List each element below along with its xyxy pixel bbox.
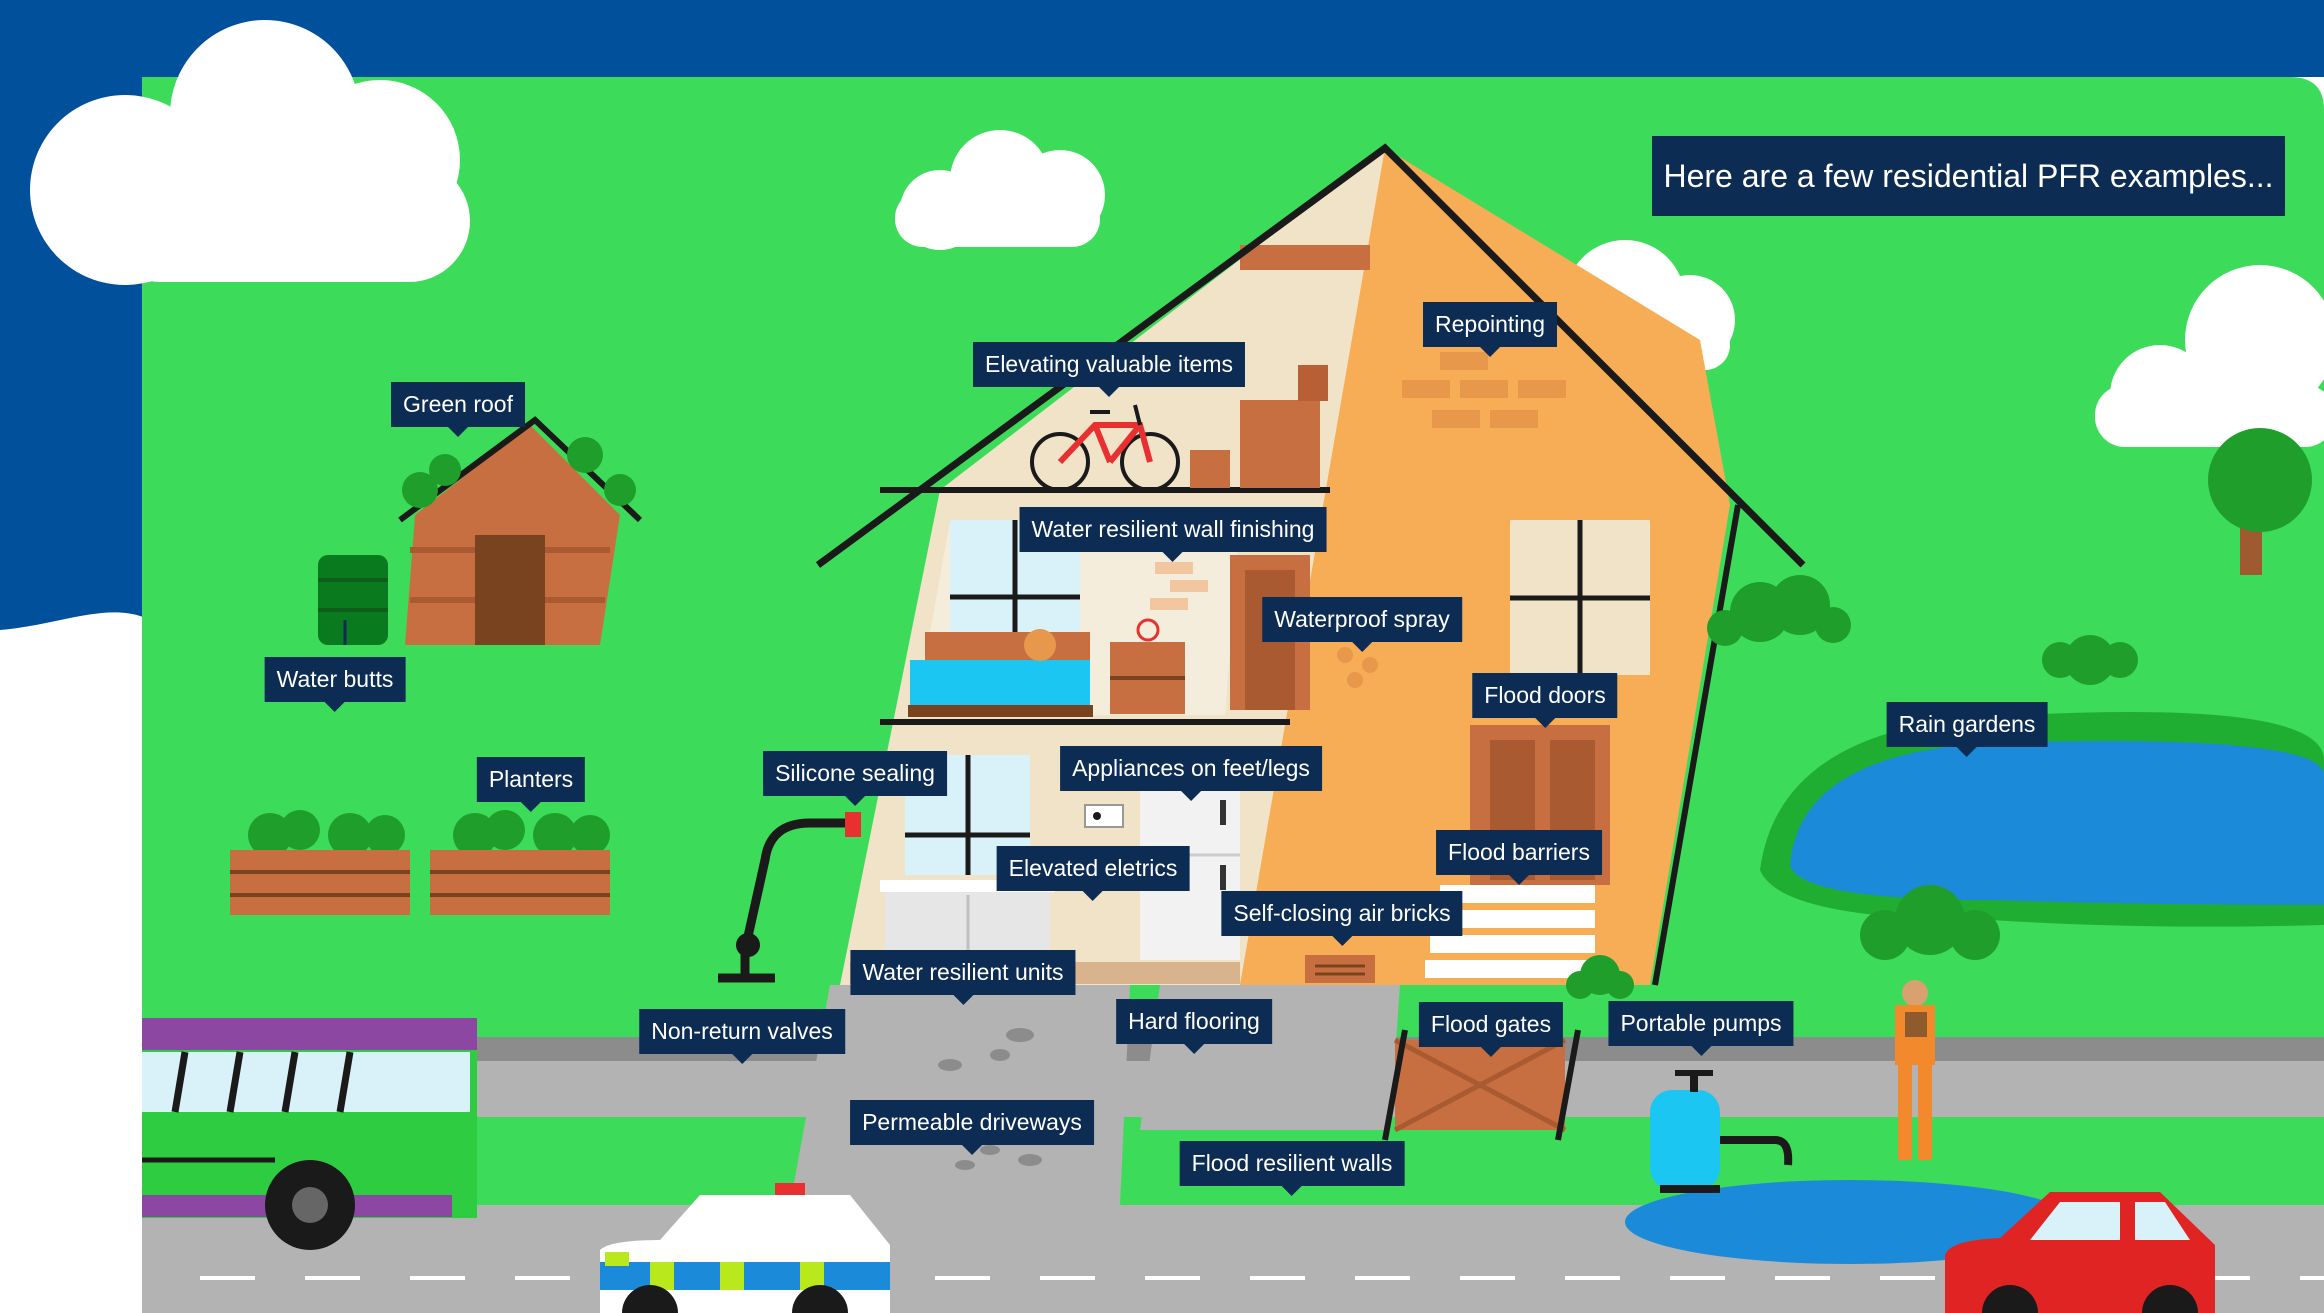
label-portable-pumps: Portable pumps	[1608, 1001, 1794, 1056]
planter-left	[230, 810, 410, 915]
label-water-butts: Water butts	[264, 657, 406, 712]
label-flood-gates: Flood gates	[1418, 1002, 1564, 1057]
worker-figure	[1895, 980, 1935, 1160]
upper-right-window	[1510, 520, 1650, 675]
air-brick	[1305, 955, 1375, 983]
portable-pump-icon	[1650, 1070, 1793, 1193]
label-rain-gardens: Rain gardens	[1886, 702, 2048, 757]
cloud-right	[2095, 265, 2324, 447]
shed-illustration	[398, 416, 643, 645]
bushes	[1566, 575, 2138, 999]
label-flood-resilient-walls: Flood resilient walls	[1179, 1141, 1405, 1196]
flood-gate	[1382, 1029, 1581, 1141]
wall-finish-tiles	[1150, 562, 1208, 610]
electric-socket	[1084, 804, 1124, 828]
cat-icon	[1024, 629, 1056, 661]
repointing-bricks	[1402, 352, 1566, 428]
label-flood-doors: Flood doors	[1472, 673, 1618, 728]
label-silicone-sealing: Silicone sealing	[763, 751, 947, 806]
label-elevated-eletrics: Elevated eletrics	[996, 846, 1190, 901]
roof-outline	[815, 143, 1806, 568]
label-permeable-driveways: Permeable driveways	[850, 1100, 1094, 1155]
page-title: Here are a few residential PFR examples.…	[1652, 136, 2285, 216]
bedside-table	[1110, 618, 1185, 714]
label-repointing: Repointing	[1423, 302, 1557, 357]
permeable-driveway	[790, 985, 1130, 1205]
police-car	[600, 1183, 890, 1313]
label-waterproof-spray: Waterproof spray	[1262, 597, 1462, 652]
header-band	[0, 0, 2324, 77]
left-blue-panel	[0, 0, 150, 630]
label-water-resilient-wall-finishing: Water resilient wall finishing	[1019, 507, 1327, 562]
red-car	[1945, 1192, 2215, 1313]
label-hard-flooring: Hard flooring	[1116, 999, 1272, 1054]
label-appliances-on-feet-legs: Appliances on feet/legs	[1060, 746, 1322, 801]
bed-illustration	[908, 632, 1093, 717]
label-self-closing-air-bricks: Self-closing air bricks	[1221, 891, 1463, 946]
flood-barrier-steps	[1425, 885, 1595, 978]
label-flood-barriers: Flood barriers	[1436, 830, 1602, 885]
planter-right	[430, 810, 610, 915]
water-butt-illustration	[318, 555, 388, 645]
bus-illustration	[142, 1018, 477, 1250]
tree-icon	[2208, 428, 2312, 575]
cloud-large	[30, 20, 470, 285]
label-non-return-valves: Non-return valves	[639, 1009, 845, 1064]
rain-garden-pond	[1760, 712, 2324, 927]
label-water-resilient-units: Water resilient units	[850, 950, 1076, 1005]
label-planters: Planters	[476, 757, 586, 812]
bicycle-icon	[1030, 404, 1180, 492]
cloud-small	[895, 130, 1105, 250]
label-green-roof: Green roof	[391, 382, 525, 437]
label-elevating-valuable-items: Elevating valuable items	[972, 342, 1246, 397]
